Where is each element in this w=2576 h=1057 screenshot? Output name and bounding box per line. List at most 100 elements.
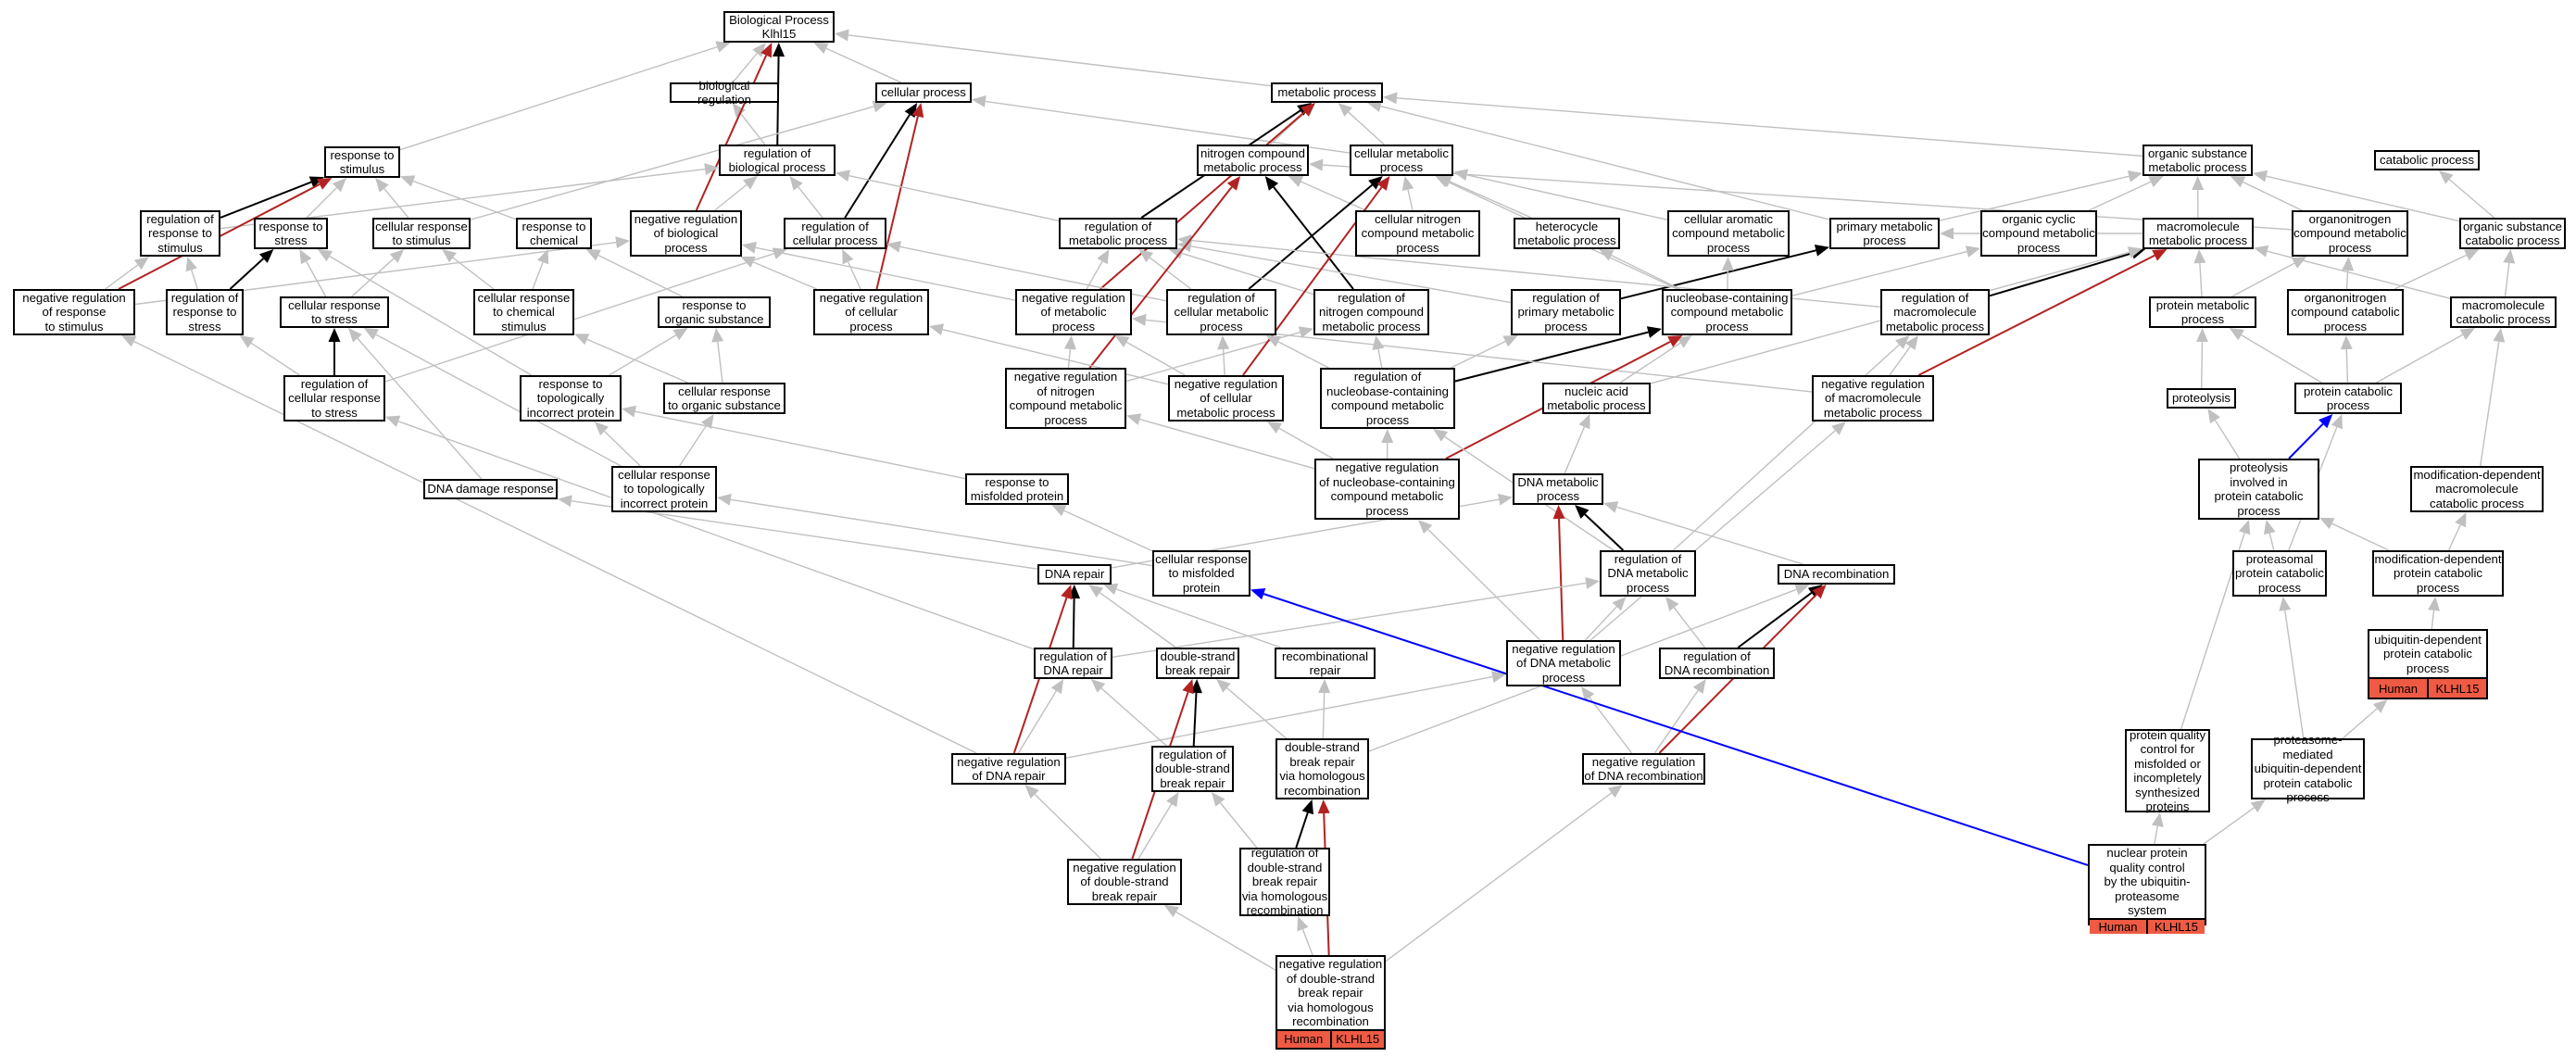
go-term-protmet[interactable]: protein metabolic process xyxy=(2149,296,2256,328)
go-term-dsb[interactable]: double-strand break repair xyxy=(1156,648,1239,679)
go-term-reg-bio[interactable]: regulation of biological process xyxy=(719,145,836,176)
go-term-cellproc[interactable]: cellular process xyxy=(875,82,972,103)
go-term-reg-dsb-hr[interactable]: regulation of double-strand break repair… xyxy=(1239,846,1330,917)
go-term-neg-cell[interactable]: negative regulation of cellular process xyxy=(813,289,929,335)
go-term-metproc[interactable]: metabolic process xyxy=(1271,82,1383,103)
edge-neg-dnarep-to-neg-dnamet xyxy=(1065,671,1506,759)
go-term-reg-prim[interactable]: regulation of primary metabolic process xyxy=(1511,289,1621,335)
go-term-primary[interactable]: primary metabolic process xyxy=(1829,218,1940,249)
go-term-root[interactable]: Biological Process Klhl15 xyxy=(723,11,835,43)
go-term-orgsubcat[interactable]: organic substance catabolic process xyxy=(2459,218,2566,249)
go-term-dnarep[interactable]: DNA repair xyxy=(1037,564,1112,585)
go-term-recrep[interactable]: recombinational repair xyxy=(1275,648,1376,679)
go-term-moddep-prot[interactable]: modification-dependent protein catabolic… xyxy=(2372,550,2504,597)
go-term-neg-resp[interactable]: negative regulation of response to stimu… xyxy=(13,289,135,335)
go-term-cr-misf[interactable]: cellular response to misfolded protein xyxy=(1152,550,1250,597)
go-term-bioreg[interactable]: biological regulation xyxy=(670,79,779,107)
go-term-cr-chem[interactable]: cellular response to chemical stimulus xyxy=(473,289,574,335)
go-term-orgcyc[interactable]: organic cyclic compound metabolic proces… xyxy=(1980,210,2097,257)
go-term-neg-nucbase[interactable]: negative regulation of nucleobase-contai… xyxy=(1314,459,1460,520)
edge-resp-chem-to-resp-stim xyxy=(400,175,517,220)
go-term-protcat[interactable]: protein catabolic process xyxy=(2294,383,2402,414)
go-term-nitro[interactable]: nitrogen compound metabolic process xyxy=(1197,145,1309,176)
go-term-reg-macro[interactable]: regulation of macromolecule metabolic pr… xyxy=(1880,289,1990,335)
edge-metproc-to-root xyxy=(835,29,1272,87)
go-term-label: cellular metabolic process xyxy=(1354,145,1449,175)
go-term-moddep[interactable]: modification-dependent macromolecule cat… xyxy=(2410,466,2544,512)
go-term-resp-misf[interactable]: response to misfolded protein xyxy=(965,473,1069,505)
go-term-dnamet[interactable]: DNA metabolic process xyxy=(1513,473,1603,505)
go-term-reg-dnarec[interactable]: regulation of DNA recombination xyxy=(1659,648,1775,679)
go-term-macro[interactable]: macromolecule metabolic process xyxy=(2142,218,2254,249)
go-term-catab[interactable]: catabolic process xyxy=(2374,150,2480,170)
go-term-reg-dnarep[interactable]: regulation of DNA repair xyxy=(1034,648,1112,679)
go-term-resp-topo[interactable]: response to topologically incorrect prot… xyxy=(520,375,622,422)
edge-reg-bio-to-bioreg xyxy=(732,103,766,145)
go-term-resp-org[interactable]: response to organic substance xyxy=(658,296,771,328)
edge-moddep-prot-to-moddep xyxy=(2447,512,2467,551)
go-term-ubdep[interactable]: ubiquitin-dependent protein catabolic pr… xyxy=(2368,629,2488,699)
go-term-reg-cell[interactable]: regulation of cellular process xyxy=(784,218,886,249)
go-term-reg-cellmet[interactable]: regulation of cellular metabolic process xyxy=(1166,289,1276,335)
edge-arrowhead xyxy=(1607,785,1623,799)
go-term-neg-dnarec[interactable]: negative regulation of DNA recombination xyxy=(1582,753,1705,785)
go-term-nuclear-pqc[interactable]: nuclear protein quality control by the u… xyxy=(2088,844,2206,934)
edge-arrowhead xyxy=(1264,176,1279,191)
go-term-nucbase[interactable]: nucleobase-containing compound metabolic… xyxy=(1662,289,1792,335)
go-term-resp-stress[interactable]: response to stress xyxy=(254,218,328,249)
go-term-reg-cr-stress[interactable]: regulation of cellular response to stres… xyxy=(283,375,385,422)
edge-arrowhead xyxy=(133,257,149,271)
go-term-dnarec[interactable]: DNA recombination xyxy=(1778,564,1895,585)
go-term-neg-macro[interactable]: negative regulation of macromolecule met… xyxy=(1812,375,1934,422)
go-term-orgsub[interactable]: organic substance metabolic process xyxy=(2142,145,2253,176)
go-term-label: regulation of nitrogen compound metaboli… xyxy=(1319,290,1424,333)
go-term-orgnitcat[interactable]: organonitrogen compound catabolic proces… xyxy=(2287,289,2404,335)
go-term-neg-dnarep[interactable]: negative regulation of DNA repair xyxy=(951,753,1066,785)
go-term-cr-org[interactable]: cellular response to organic substance xyxy=(663,383,785,414)
edge-arrowhead xyxy=(1309,158,1324,171)
go-term-reg-nitro[interactable]: regulation of nitrogen compound metaboli… xyxy=(1313,289,1429,335)
go-term-prot-involved[interactable]: proteolysis involved in protein cataboli… xyxy=(2198,459,2319,520)
go-term-macrocat[interactable]: macromolecule catabolic process xyxy=(2450,296,2557,328)
edge-arrowhead xyxy=(1250,587,1266,600)
go-term-label: negative regulation of double-strand bre… xyxy=(1278,957,1383,1028)
go-term-nucacid[interactable]: nucleic acid metabolic process xyxy=(1542,383,1651,414)
go-term-orgnitro[interactable]: organonitrogen compound metabolic proces… xyxy=(2292,210,2408,257)
go-term-cellmet[interactable]: cellular metabolic process xyxy=(1350,145,1453,176)
edge-resp-topo-to-resp-org xyxy=(609,328,688,376)
edge-line xyxy=(1269,111,1306,145)
go-term-cr-topo[interactable]: cellular response to topologically incor… xyxy=(611,466,717,512)
go-term-reg-dnamet[interactable]: regulation of DNA metabolic process xyxy=(1600,550,1696,597)
go-term-resp-chem[interactable]: response to chemical xyxy=(516,218,592,249)
go-term-proteolysis[interactable]: proteolysis xyxy=(2167,388,2236,409)
go-term-arom[interactable]: cellular aromatic compound metabolic pro… xyxy=(1667,210,1790,257)
go-term-reg-met[interactable]: regulation of metabolic process xyxy=(1059,218,1177,249)
go-term-reg-dsb[interactable]: regulation of double-strand break repair xyxy=(1151,746,1234,792)
go-term-ub-prot[interactable]: proteasome-mediated ubiquitin-dependent … xyxy=(2251,733,2365,804)
go-term-neg-met[interactable]: negative regulation of metabolic process xyxy=(1015,289,1132,335)
go-term-resp-stim[interactable]: response to stimulus xyxy=(324,146,400,178)
go-term-pqc[interactable]: protein quality control for misfolded or… xyxy=(2125,728,2210,813)
go-term-cr-stim[interactable]: cellular response to stimulus xyxy=(372,218,471,249)
go-term-neg-cellmet[interactable]: negative regulation of cellular metaboli… xyxy=(1168,375,1284,422)
go-term-neg-dnamet[interactable]: negative regulation of DNA metabolic pro… xyxy=(1506,640,1621,686)
go-term-reg-nucbase[interactable]: regulation of nucleobase-containing comp… xyxy=(1320,368,1455,429)
go-term-hetero[interactable]: heterocycle metabolic process xyxy=(1514,218,1620,249)
go-term-label: negative regulation of nucleobase-contai… xyxy=(1319,460,1455,518)
edge-arrowhead xyxy=(1612,597,1627,611)
go-term-dsb-hr[interactable]: double-strand break repair via homologou… xyxy=(1275,738,1369,799)
edge-arrowhead xyxy=(1024,785,1039,799)
go-term-neg-bio[interactable]: negative regulation of biological proces… xyxy=(630,210,742,257)
go-term-neg-nitro[interactable]: negative regulation of nitrogen compound… xyxy=(1005,368,1126,429)
go-term-cnitro[interactable]: cellular nitrogen compound metabolic pro… xyxy=(1355,210,1480,257)
go-term-proteas[interactable]: proteasomal protein catabolic process xyxy=(2232,550,2327,597)
go-term-neg-dsb[interactable]: negative regulation of double-strand bre… xyxy=(1067,859,1182,905)
go-term-reg-rstress[interactable]: regulation of response to stress xyxy=(166,289,244,335)
go-term-neg-dsb-hr[interactable]: negative regulation of double-strand bre… xyxy=(1275,955,1386,1050)
go-term-dna-dmg[interactable]: DNA damage response xyxy=(423,479,558,499)
edge-arrowhead xyxy=(1552,505,1565,520)
edge-arrowhead xyxy=(1677,335,1692,348)
edge-line xyxy=(1063,510,1153,552)
go-term-cr-stress[interactable]: cellular response to stress xyxy=(280,296,389,328)
go-term-reg-resp[interactable]: regulation of response to stimulus xyxy=(140,210,220,257)
